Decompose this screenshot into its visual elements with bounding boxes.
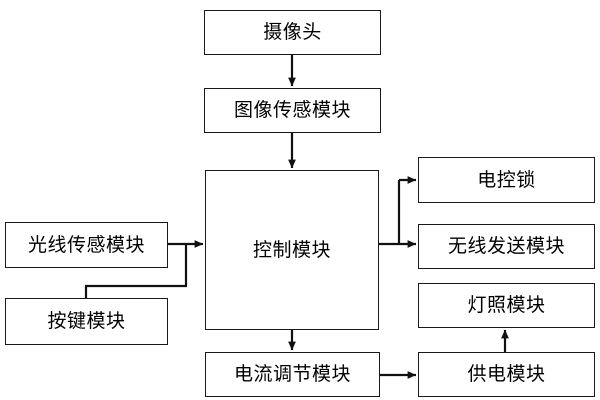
node-wireless-tx[interactable]: 无线发送模块 — [418, 224, 595, 269]
node-lighting[interactable]: 灯照模块 — [418, 283, 595, 328]
node-image-sensor-label: 图像传感模块 — [233, 99, 351, 121]
node-power-supply[interactable]: 供电模块 — [418, 352, 595, 397]
node-light-sensor[interactable]: 光线传感模块 — [5, 222, 168, 268]
node-camera-label: 摄像头 — [263, 21, 322, 43]
node-control[interactable]: 控制模块 — [205, 170, 379, 330]
node-current-regulator[interactable]: 电流调节模块 — [205, 352, 380, 397]
node-key-module[interactable]: 按键模块 — [5, 298, 168, 345]
node-image-sensor[interactable]: 图像传感模块 — [204, 88, 381, 133]
node-current-regulator-label: 电流调节模块 — [233, 363, 351, 385]
node-control-label: 控制模块 — [252, 238, 331, 261]
node-lighting-label: 灯照模块 — [467, 294, 546, 316]
node-electric-lock-label: 电控锁 — [477, 168, 536, 191]
node-wireless-tx-label: 无线发送模块 — [447, 235, 565, 257]
node-power-supply-label: 供电模块 — [467, 363, 546, 385]
node-light-sensor-label: 光线传感模块 — [27, 233, 145, 256]
connector-key-module-to-control — [84, 245, 188, 298]
node-key-module-label: 按键模块 — [47, 310, 126, 332]
node-electric-lock[interactable]: 电控锁 — [418, 157, 595, 203]
node-camera[interactable]: 摄像头 — [204, 10, 381, 55]
